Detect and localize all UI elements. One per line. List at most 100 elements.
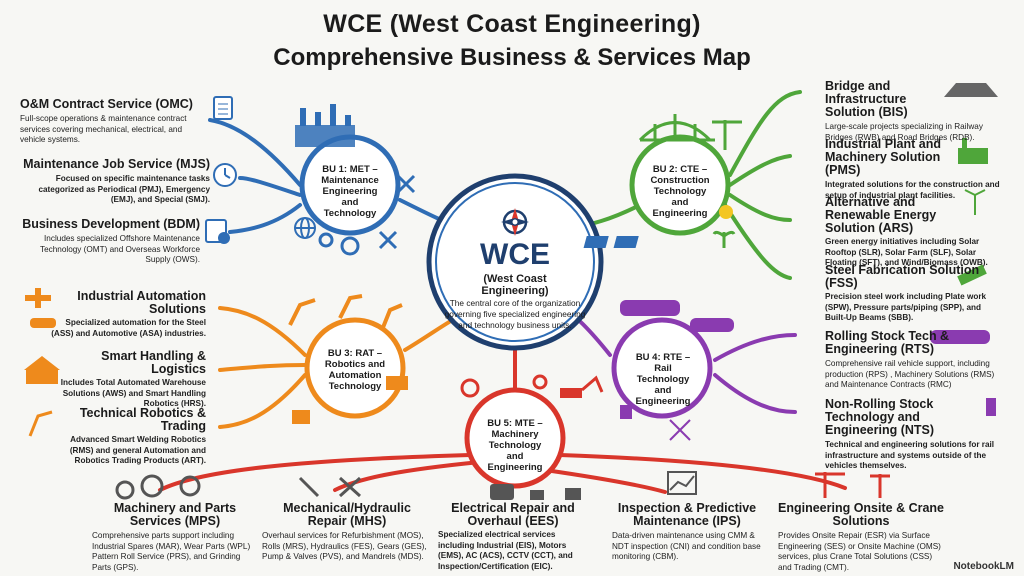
pms-desc: Integrated solutions for the constructio… xyxy=(825,180,1000,200)
bdm-title: Business Development (BDM) xyxy=(22,217,200,231)
service-shl: Smart Handling & Logistics Includes Tota… xyxy=(60,350,206,410)
service-mps: Machinery and Parts Services (MPS) Compr… xyxy=(92,502,258,573)
steel-beam-icon xyxy=(957,264,987,286)
page-subtitle: Comprehensive Business & Services Map xyxy=(273,44,751,71)
mhs-desc: Overhaul services for Refurbishment (MOS… xyxy=(262,531,427,561)
notebooklm-watermark: NotebookLM xyxy=(953,561,1014,572)
mjs-title: Maintenance Job Service (MJS) xyxy=(23,157,210,171)
nts-title: Non-Rolling Stock Technology and Enginee… xyxy=(825,397,935,437)
car-icon xyxy=(30,318,56,328)
wind-turbine-icon xyxy=(964,189,986,215)
clock-icon xyxy=(213,163,237,187)
bu5-circle xyxy=(464,387,566,489)
service-ars: Alternative and Renewable Energy Solutio… xyxy=(825,196,1000,269)
solar-panel-icon xyxy=(583,236,639,248)
shl-desc: Includes Total Automated Warehouse Solut… xyxy=(60,378,206,408)
service-omc: O&M Contract Service (OMC) Full-scope op… xyxy=(20,98,205,146)
parts-gears-icon xyxy=(115,474,201,500)
service-ips: Inspection & Predictive Maintenance (IPS… xyxy=(612,502,762,563)
clipboard-icon xyxy=(213,96,233,120)
train-icon xyxy=(620,300,990,344)
crane-red-icon xyxy=(815,472,890,498)
gear-red-icon xyxy=(460,374,548,398)
service-bis: Bridge and Infrastructure Solution (BIS)… xyxy=(825,80,1005,143)
bu3-circle xyxy=(304,317,406,419)
fss-title: Steel Fabrication Solution (FSS) xyxy=(825,263,980,290)
shl-title: Smart Handling & Logistics xyxy=(101,349,206,376)
bu1-label: BU 1: MET – Maintenance Engineering and … xyxy=(321,164,379,219)
lightbulb-icon xyxy=(719,205,733,219)
service-ias: Industrial Automation Solutions Speciali… xyxy=(50,290,206,339)
monitoring-chart-icon xyxy=(667,471,697,495)
hydraulic-tools-icon xyxy=(298,476,362,498)
mps-desc: Comprehensive parts support including In… xyxy=(92,531,251,572)
ars-desc: Green energy initiatives including Solar… xyxy=(825,237,988,267)
bu2-circle xyxy=(629,134,731,236)
trt-title: Technical Robotics & Trading xyxy=(79,406,206,433)
rts-desc: Comprehensive rail vehicle support, incl… xyxy=(825,359,995,389)
ips-title: Inspection & Predictive Maintenance (IPS… xyxy=(617,501,757,528)
service-ees: Electrical Repair and Overhaul (EES) Spe… xyxy=(438,502,588,572)
bu5-connectors xyxy=(158,343,847,494)
factory-icon xyxy=(295,104,355,147)
welding-robot-icon xyxy=(28,410,53,437)
nts-desc: Technical and engineering solutions for … xyxy=(825,440,995,470)
steel-beam-orange-icon xyxy=(25,288,51,308)
core-desc: The central core of the organization gov… xyxy=(444,298,586,330)
service-trt: Technical Robotics & Trading Advanced Sm… xyxy=(60,407,206,467)
mhs-title: Mechanical/Hydraulic Repair (MHS) xyxy=(283,501,411,528)
omc-title: O&M Contract Service (OMC) xyxy=(20,97,193,111)
ecs-title: Engineering Onsite & Crane Solutions xyxy=(778,501,945,528)
core-name: (West Coast Engineering) xyxy=(481,273,549,297)
signal-icon xyxy=(620,398,996,419)
ars-title: Alternative and Renewable Energy Solutio… xyxy=(825,195,937,235)
motor-icon xyxy=(490,484,581,500)
road-icon xyxy=(944,83,998,97)
ees-title: Electrical Repair and Overhaul (EES) xyxy=(451,501,575,528)
warehouse-robot-icon xyxy=(292,376,408,424)
core-abbr: WCE xyxy=(480,238,550,271)
service-pms: Industrial Plant and Machinery Solution … xyxy=(825,138,1000,201)
gear-icon xyxy=(318,232,360,256)
warehouse-icon xyxy=(24,356,60,384)
ias-title: Industrial Automation Solutions xyxy=(77,289,206,316)
service-nts: Non-Rolling Stock Technology and Enginee… xyxy=(825,398,1005,472)
service-ecs: Engineering Onsite & Crane Solutions Pro… xyxy=(778,502,944,573)
mjs-desc: Focused on specific maintenance tasks ca… xyxy=(38,174,210,204)
compass-logo-icon xyxy=(501,208,529,236)
bu5-label: BU 5: MTE – Machinery Technology and Eng… xyxy=(487,418,543,473)
bu4-label: BU 4: RTE – Rail Technology and Engineer… xyxy=(635,352,691,407)
robot-arm-icon xyxy=(288,294,403,331)
excavator-icon xyxy=(560,375,604,398)
bu3-label: BU 3: RAT – Robotics and Automation Tech… xyxy=(324,348,386,392)
omc-desc: Full-scope operations & maintenance cont… xyxy=(20,114,187,144)
pms-title: Industrial Plant and Machinery Solution … xyxy=(825,137,941,177)
bu2-label: BU 2: CTE – Construction Technology and … xyxy=(650,164,710,219)
document-globe-icon xyxy=(205,219,230,244)
crane-icon xyxy=(712,120,742,150)
service-rts: Rolling Stock Tech & Engineering (RTS) C… xyxy=(825,330,1005,391)
page-title: WCE (West Coast Engineering) xyxy=(323,10,701,38)
globe-icon xyxy=(294,217,316,239)
bridge-icon xyxy=(638,114,715,142)
bis-desc: Large-scale projects specializing in Rai… xyxy=(825,122,983,142)
ecs-desc: Provides Onsite Repair (ESR) via Surface… xyxy=(778,531,941,572)
bu4-circle xyxy=(611,317,713,419)
core-circle xyxy=(426,173,604,351)
plant-icon xyxy=(712,230,736,248)
service-mjs: Maintenance Job Service (MJS) Focused on… xyxy=(20,158,210,206)
mps-title: Machinery and Parts Services (MPS) xyxy=(113,501,237,528)
bis-title: Bridge and Infrastructure Solution (BIS) xyxy=(825,79,908,119)
rail-track-icon xyxy=(669,419,691,441)
ees-desc: Specialized electrical services includin… xyxy=(438,530,573,571)
wrench-icon xyxy=(378,174,416,250)
service-fss: Steel Fabrication Solution (FSS) Precisi… xyxy=(825,264,995,324)
ips-desc: Data-driven maintenance using CMM & NDT … xyxy=(612,531,761,561)
fss-desc: Precision steel work including Plate wor… xyxy=(825,292,987,322)
industrial-plant-icon xyxy=(958,138,988,164)
rts-title: Rolling Stock Tech & Engineering (RTS) xyxy=(825,329,950,356)
service-bdm: Business Development (BDM) Includes spec… xyxy=(15,218,200,266)
ias-desc: Specialized automation for the Steel (AS… xyxy=(51,318,206,338)
bdm-desc: Includes specialized Offshore Maintenanc… xyxy=(39,234,200,264)
